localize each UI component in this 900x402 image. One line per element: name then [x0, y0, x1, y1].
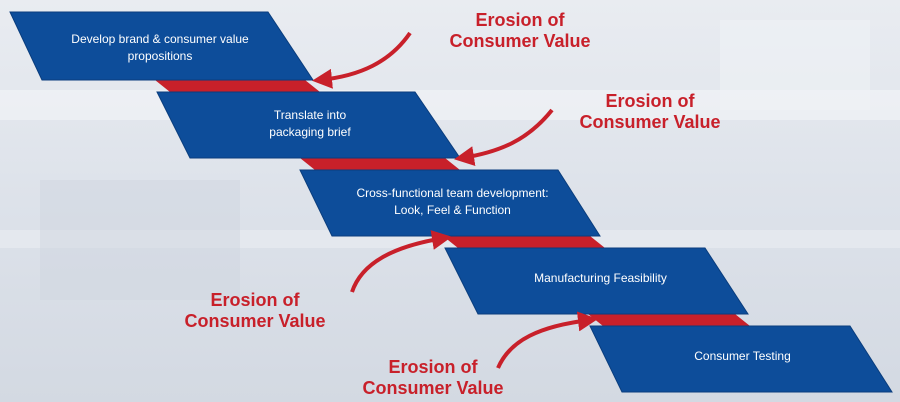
connector-strip — [155, 80, 320, 92]
step-4-line1: Manufacturing Feasibility — [534, 270, 667, 285]
erosion-4-line1: Erosion of — [388, 357, 478, 377]
step-label-1: Develop brand & consumer value propositi… — [40, 28, 280, 68]
erosion-4-line2: Consumer Value — [362, 378, 504, 398]
erosion-arrow-3 — [350, 230, 452, 293]
step-label-2: Translate into packaging brief — [190, 104, 430, 144]
background-shelf-block — [40, 180, 240, 300]
erosion-2-line2: Consumer Value — [579, 112, 721, 132]
erosion-3-line2: Consumer Value — [184, 311, 326, 331]
step-shape-5 — [589, 325, 893, 393]
erosion-2-line1: Erosion of — [605, 91, 695, 111]
step-shape-3 — [299, 169, 601, 237]
step-1-line2: propositions — [127, 49, 193, 63]
erosion-arrow-4 — [496, 311, 598, 369]
step-2-line1: Translate into — [273, 108, 347, 122]
step-label-5: Consumer Testing — [620, 344, 865, 368]
step-2-line2: packaging brief — [269, 125, 351, 139]
erosion-1-line2: Consumer Value — [449, 31, 591, 51]
erosion-1-line1: Erosion of — [475, 10, 565, 30]
connector-strip — [588, 314, 750, 326]
erosion-3-line1: Erosion of — [210, 290, 300, 310]
erosion-callout-1: Erosion of Consumer Value — [420, 10, 620, 52]
erosion-callout-2: Erosion of Consumer Value — [550, 91, 750, 133]
connector-strip — [300, 158, 460, 170]
step-label-3: Cross-functional team development: Look,… — [330, 182, 575, 222]
connector-strip — [443, 236, 605, 248]
step-shape-4 — [444, 247, 749, 315]
step-3-line2: Look, Feel & Function — [394, 203, 511, 217]
step-1-line1: Develop brand & consumer value — [71, 32, 249, 46]
erosion-callout-3: Erosion of Consumer Value — [155, 290, 355, 332]
background-shelf-block — [720, 20, 870, 110]
step-label-4: Manufacturing Feasibility — [478, 266, 723, 290]
step-3-line1: Cross-functional team development: — [356, 186, 549, 200]
erosion-arrow-1 — [312, 31, 412, 89]
step-5-line1: Consumer Testing — [694, 348, 791, 363]
erosion-callout-4: Erosion of Consumer Value — [333, 357, 533, 399]
erosion-arrow-2 — [454, 108, 554, 167]
